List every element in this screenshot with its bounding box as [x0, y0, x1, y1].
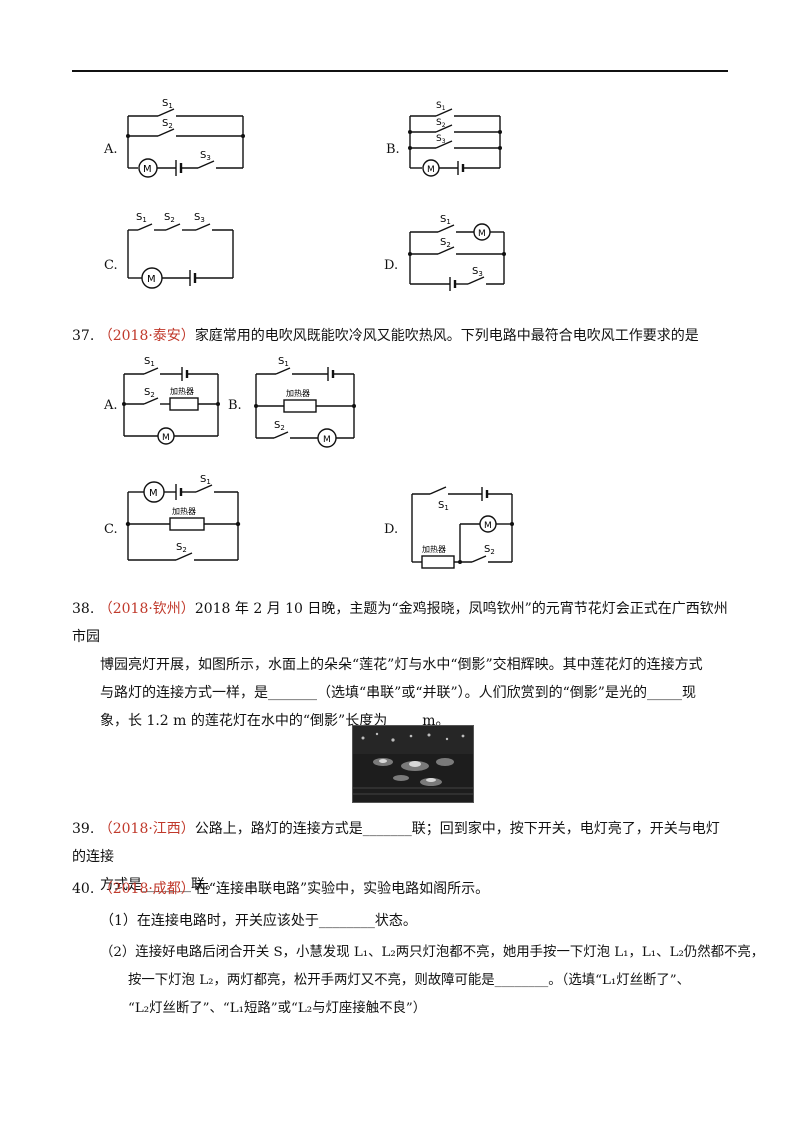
q37b-heater-label: 加热器 — [286, 388, 310, 398]
q37-circuit-b: S1 加热器 S2 M — [254, 356, 356, 448]
q36-option-c-label: C. — [104, 258, 118, 273]
q39-stem: 39. （2018·江西）公路上，路灯的连接方式是_______联；回到家中，按… — [72, 815, 728, 899]
q40-sub2-line3: “L₂灯丝断了”、“L₁短路”或“L₂与灯座接触不良”） — [128, 1001, 427, 1016]
q37b-s2-label: S2 — [274, 420, 285, 432]
q40-sub2-line1: （2）连接好电路后闭合开关 S，小慧发现 L₁、L₂两只灯泡都不亮，她用手按一下… — [100, 945, 765, 960]
q39-number: 39. — [72, 821, 95, 837]
q37-circuit-c: M S1 加热器 S2 — [125, 474, 241, 561]
q37a-heater-label: 加热器 — [170, 386, 194, 396]
q36-circuit-d: S1 M S2 S3 — [408, 214, 506, 291]
q38-line2: 博园亮灯开展，如图所示，水面上的朵朵“莲花”灯与水中“倒影”交相辉映。其中莲花灯… — [100, 657, 703, 673]
q36-circuit-c: S1 S2 S3 M — [127, 212, 234, 289]
q37a-s1-label: S1 — [144, 356, 155, 368]
q40-text: 在“连接串联电路”实验中，实验电路如阁所示。 — [194, 881, 490, 897]
q38-line3: 与路灯的连接方式一样，是_______（选填“串联”或“并联”）。人们欣赏到的“… — [100, 685, 696, 701]
q39-line2: 方式是_______联。 — [100, 877, 219, 893]
q36a-motor-label: M — [143, 164, 152, 175]
q36-circuit-a: S1 S2 S3 M — [126, 98, 245, 178]
q36d-s1-label: S1 — [440, 214, 451, 226]
q36d-motor-label: M — [478, 229, 486, 239]
q36d-s3-label: S3 — [472, 266, 483, 278]
q36-option-a-label: A. — [104, 142, 118, 157]
q37-text: 家庭常用的电吹风既能吹冷风又能吹热风。下列电路中最符合电吹风工作要求的是 — [194, 328, 699, 344]
q37c-s2-label: S2 — [176, 542, 187, 554]
q36d-s2-label: S2 — [440, 237, 451, 249]
q37d-motor-label: M — [484, 521, 492, 531]
q37b-motor-label: M — [323, 435, 331, 445]
q36-circuit-b: S1 S2 S3 M — [408, 101, 502, 177]
q36c-s1-label: S1 — [136, 212, 147, 224]
q37a-s2-label: S2 — [144, 387, 155, 399]
q36b-s3-label: S3 — [436, 134, 446, 145]
q37d-heater-label: 加热器 — [422, 544, 446, 554]
q40-stem: 40. （2018·成都）在“连接串联电路”实验中，实验电路如阁所示。 （1）在… — [72, 875, 765, 1023]
q38-number: 38. — [72, 601, 95, 617]
q36c-s3-label: S3 — [194, 212, 205, 224]
q37-circuit-d: S1 M 加热器 S2 — [411, 486, 514, 569]
q36c-motor-label: M — [147, 274, 156, 285]
q36b-s2-label: S2 — [436, 118, 446, 129]
q40-sub2-line2: 按一下灯泡 L₂，两灯都亮，松开手两灯又不亮，则故障可能是________。（选… — [128, 973, 691, 988]
q37d-s1-label: S1 — [438, 500, 449, 512]
q38-source: （2018·钦州） — [98, 601, 195, 617]
q38-line1: 2018 年 2 月 10 日晚，主题为“金鸡报晓，凤鸣钦州”的元宵节花灯会正式… — [72, 601, 728, 645]
q36-option-d-label: D. — [384, 258, 399, 273]
q36a-s1-label: S1 — [162, 98, 173, 110]
lantern-festival-photo — [352, 725, 474, 803]
q38-stem: 38. （2018·钦州）2018 年 2 月 10 日晚，主题为“金鸡报晓，凤… — [72, 595, 728, 735]
q37-number: 37. — [72, 328, 95, 344]
q37d-s2-label: S2 — [484, 544, 495, 556]
q37c-s1-label: S1 — [200, 474, 211, 486]
q37-circuit-a: S1 S2 加热器 M — [122, 356, 220, 445]
lantern-photo-drawing — [353, 726, 473, 802]
q36a-s3-label: S3 — [200, 150, 211, 162]
q37b-s1-label: S1 — [278, 356, 289, 368]
q39-source: （2018·江西） — [98, 821, 195, 837]
q37-option-d-label: D. — [384, 522, 399, 537]
q37a-motor-label: M — [162, 433, 170, 443]
q36a-s2-label: S2 — [162, 118, 173, 130]
q40-number: 40. — [72, 881, 95, 897]
q36b-s1-label: S1 — [436, 101, 446, 112]
q37-source: （2018·泰安） — [98, 328, 195, 344]
header-rule — [72, 70, 728, 72]
q37-stem: 37. （2018·泰安）家庭常用的电吹风既能吹冷风又能吹热风。下列电路中最符合… — [72, 322, 728, 350]
q36b-motor-label: M — [427, 165, 435, 175]
q39-line1: 公路上，路灯的连接方式是_______联；回到家中，按下开关，电灯亮了，开关与电… — [72, 821, 720, 865]
q40-sub1: （1）在连接电路时，开关应该处于________状态。 — [100, 913, 417, 929]
q40-source: （2018·成都） — [98, 881, 195, 897]
q37c-motor-label: M — [149, 488, 158, 499]
q37-option-c-label: C. — [104, 522, 118, 537]
q37c-heater-label: 加热器 — [172, 506, 196, 516]
q37-option-a-label: A. — [104, 398, 118, 413]
q36-option-b-label: B. — [386, 142, 400, 157]
q36c-s2-label: S2 — [164, 212, 175, 224]
q37-option-b-label: B. — [228, 398, 242, 413]
